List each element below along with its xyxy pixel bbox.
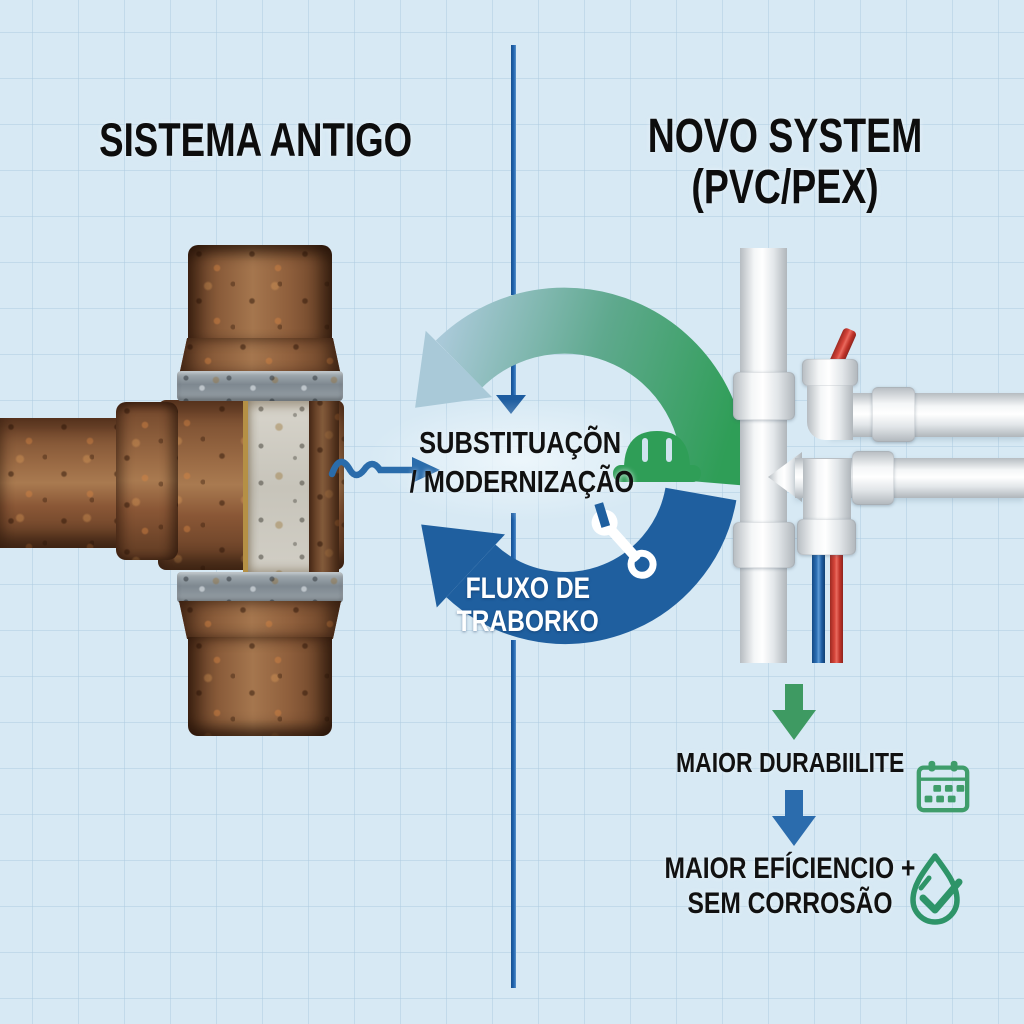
substitution-line2: / MODERNIZAÇÃO xyxy=(409,463,635,499)
right-panel-title: NOVO SYSTEM (PVC/PEX) xyxy=(595,110,975,214)
calendar-icon xyxy=(916,760,970,813)
divider-line-bottom xyxy=(511,640,516,988)
wrench-icon xyxy=(591,502,657,579)
workflow-line2: TRABORKO xyxy=(456,605,599,638)
hard-hat-icon xyxy=(613,431,701,482)
cycle-arrow-bottom xyxy=(446,486,737,644)
divider-line-lower xyxy=(511,513,516,565)
divider-line-top xyxy=(511,45,516,295)
water-drop-check-icon xyxy=(910,853,963,925)
durability-text: MAIOR DURABIILITE xyxy=(675,747,905,778)
durability-label: MAIOR DURABIILITE xyxy=(590,747,990,779)
blue-down-arrow-icon xyxy=(772,790,816,846)
left-title-text: SISTEMA ANTIGO xyxy=(99,113,413,166)
efficiency-label: MAIOR EFÍCIENCIO + SEM CORROSÃO xyxy=(590,852,990,921)
workflow-label: FLUXO DE TRABORKO xyxy=(430,572,625,638)
right-title-text: NOVO SYSTEM xyxy=(647,110,923,163)
substitution-label: SUBSTITUAÇÕN / MODERNIZAÇÃO xyxy=(385,424,655,502)
cycle-arrow-top xyxy=(435,287,748,486)
cycle-arrow-top-head xyxy=(415,330,493,408)
workflow-line1: FLUXO DE xyxy=(465,572,590,605)
green-down-arrow-icon xyxy=(772,684,816,740)
efficiency-line2: SEM CORROSÃO xyxy=(687,886,893,920)
cycle-arrow-bottom-head xyxy=(421,524,505,608)
efficiency-line1: MAIOR EFÍCIENCIO + xyxy=(664,852,916,885)
center-text-glow xyxy=(370,400,670,520)
right-subtitle-text: (PVC/PEX) xyxy=(691,160,879,214)
substitution-line1: SUBSTITUAÇÕN xyxy=(419,425,621,460)
left-panel-title: SISTEMA ANTIGO xyxy=(55,115,435,165)
wavy-arrow-icon xyxy=(328,457,440,483)
divider-line-mid xyxy=(511,357,516,396)
